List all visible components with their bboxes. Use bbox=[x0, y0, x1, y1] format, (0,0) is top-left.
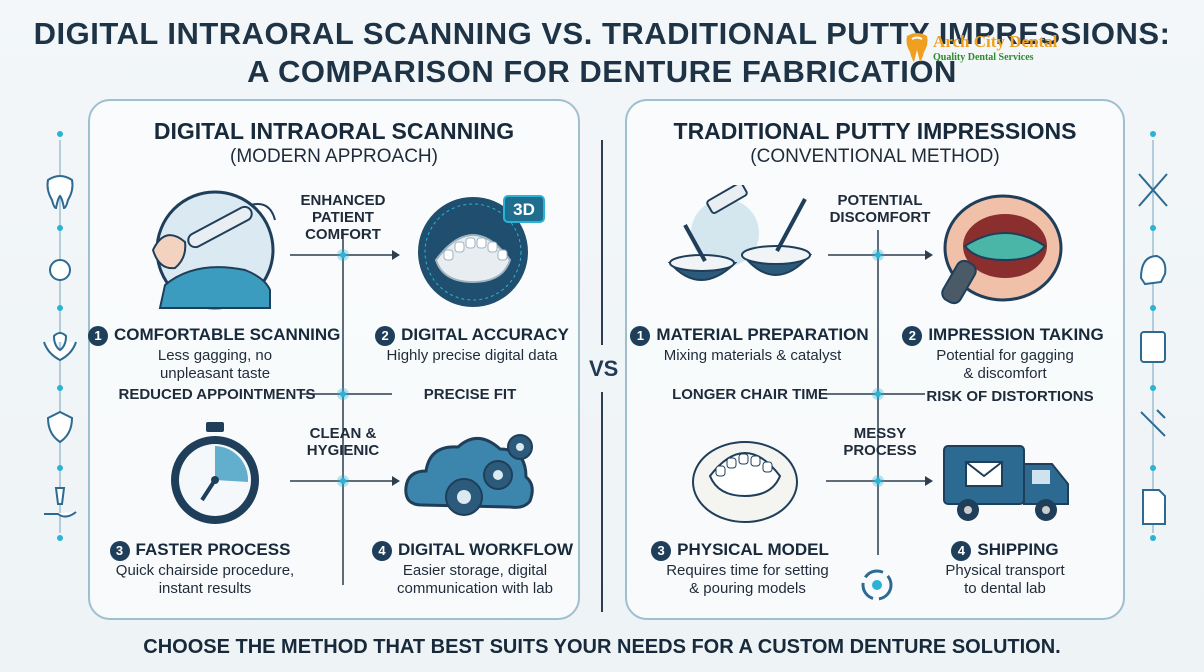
right-sidebar bbox=[1131, 128, 1175, 548]
page-title-line-1: DIGITAL INTRAORAL SCANNING VS. TRADITION… bbox=[33, 16, 1171, 51]
connector-longer-chair-time: LONGER CHAIR TIME bbox=[672, 386, 828, 403]
connector-enhanced-comfort: ENHANCED PATIENT COMFORT bbox=[300, 192, 386, 243]
feature-shipping-title: 4 SHIPPING bbox=[935, 540, 1075, 561]
hand-implant-icon bbox=[44, 487, 77, 518]
hands-tooth-icon bbox=[43, 332, 77, 362]
connector-clean-hygienic: CLEAN & HYGIENIC bbox=[306, 425, 380, 459]
delivery-truck-illustration bbox=[943, 445, 1069, 521]
head-tooth-icon bbox=[1139, 254, 1167, 286]
feature-desc-line: Less gagging, no bbox=[157, 347, 273, 364]
right-panel bbox=[625, 99, 1125, 620]
feature-faster-process-title: 3 FASTER PROCESS bbox=[100, 540, 300, 561]
feature-title-text: DIGITAL WORKFLOW bbox=[397, 540, 573, 559]
feature-impression-taking-desc: Potential for gagging& discomfort bbox=[905, 347, 1105, 383]
feature-title-text: IMPRESSION TAKING bbox=[928, 325, 1104, 344]
left-panel-title: DIGITAL INTRAORAL SCANNING bbox=[153, 118, 515, 144]
feature-number-badge: 3 bbox=[109, 540, 130, 561]
feature-desc-line: Easier storage, digital bbox=[402, 562, 548, 579]
logo-tooth-icon bbox=[906, 33, 928, 62]
feature-title-text: MATERIAL PREPARATION bbox=[656, 325, 869, 344]
intraoral-scanner-illustration bbox=[151, 190, 276, 310]
feature-digital-accuracy-desc: Highly precise digital data bbox=[362, 347, 582, 365]
feature-physical-model-title: 3 PHYSICAL MODEL bbox=[640, 540, 840, 561]
feature-title-text: DIGITAL ACCURACY bbox=[401, 325, 569, 344]
feature-title-text: SHIPPING bbox=[977, 540, 1059, 559]
feature-number-badge: 2 bbox=[902, 325, 923, 346]
clipboard-tooth-icon bbox=[1140, 331, 1166, 363]
feature-desc-line: communication with lab bbox=[397, 580, 553, 597]
logo-name: Arch City Dental bbox=[933, 32, 1058, 51]
connector-precise-fit: PRECISE FIT bbox=[423, 386, 517, 403]
connector-reduced-appointments: REDUCED APPOINTMENTS bbox=[118, 386, 316, 403]
feature-title-text: PHYSICAL MODEL bbox=[677, 540, 829, 559]
feature-desc-line: unpleasant taste bbox=[159, 365, 271, 382]
feature-physical-model-desc: Requires time for setting& pouring model… bbox=[640, 562, 855, 598]
page-title-line-2: A COMPARISON FOR DENTURE FABRICATION bbox=[247, 54, 957, 89]
tooth-icon bbox=[46, 175, 74, 210]
feature-digital-accuracy-title: 2 DIGITAL ACCURACY bbox=[362, 325, 582, 346]
brand-logo: Arch City Dental Quality Dental Services bbox=[903, 30, 1093, 70]
feature-number-badge: 3 bbox=[651, 540, 672, 561]
feature-impression-taking-title: 2 IMPRESSION TAKING bbox=[893, 325, 1113, 346]
document-icon bbox=[1142, 489, 1166, 525]
feature-desc-line: & discomfort bbox=[963, 365, 1047, 382]
swirl-icon bbox=[861, 569, 893, 601]
center-divider-bottom bbox=[601, 392, 603, 612]
feature-desc-line: & pouring models bbox=[689, 580, 806, 597]
impression-materials-illustration bbox=[667, 185, 813, 281]
left-panel-subtitle: (MODERN APPROACH) bbox=[230, 146, 438, 167]
left-sidebar-icons bbox=[43, 131, 77, 541]
logo-tagline: Quality Dental Services bbox=[933, 52, 1034, 63]
right-panel-subtitle: (CONVENTIONAL METHOD) bbox=[750, 146, 1000, 167]
feature-desc-line: Quick chairside procedure, bbox=[115, 562, 295, 579]
stopwatch-illustration bbox=[171, 422, 259, 524]
broken-tool-icon bbox=[1140, 409, 1166, 437]
feature-material-preparation-title: 1 MATERIAL PREPARATION bbox=[622, 325, 877, 346]
feature-number-badge: 2 bbox=[375, 325, 396, 346]
feature-comfortable-scanning-title: 1 COMFORTABLE SCANNING bbox=[88, 325, 341, 346]
magnifier-network-icon bbox=[49, 259, 71, 281]
feature-title-text: COMFORTABLE SCANNING bbox=[114, 325, 341, 344]
left-panel bbox=[88, 99, 580, 620]
right-sidebar-icons bbox=[1138, 131, 1168, 541]
feature-material-preparation-desc: Mixing materials & catalyst bbox=[640, 347, 865, 365]
feature-number-badge: 4 bbox=[951, 540, 972, 561]
feature-number-badge: 4 bbox=[371, 540, 392, 561]
connector-messy-process: MESSY PROCESS bbox=[843, 425, 917, 459]
center-divider-top bbox=[601, 140, 603, 345]
feature-desc-line: Mixing materials & catalyst bbox=[663, 347, 842, 364]
physical-model-illustration bbox=[692, 441, 798, 523]
digital-3d-model-illustration: 3D bbox=[418, 195, 545, 307]
connector-potential-discomfort: POTENTIAL DISCOMFORT bbox=[829, 192, 931, 226]
feature-desc-line: Physical transport bbox=[945, 562, 1065, 579]
connector-risk-distortions: RISK OF DISTORTIONS bbox=[926, 388, 1094, 405]
left-sidebar bbox=[38, 128, 82, 548]
feature-desc-line: instant results bbox=[158, 580, 252, 597]
feature-title-text: FASTER PROCESS bbox=[135, 540, 291, 559]
right-panel-title: TRADITIONAL PUTTY IMPRESSIONS bbox=[673, 118, 1077, 144]
crossed-tools-icon bbox=[1138, 173, 1168, 207]
footer-callout: CHOOSE THE METHOD THAT BEST SUITS YOUR N… bbox=[143, 636, 1061, 658]
vs-label: VS bbox=[589, 356, 619, 381]
badge-3d: 3D bbox=[513, 200, 535, 219]
feature-desc-line: to dental lab bbox=[964, 580, 1046, 597]
feature-desc-line: Highly precise digital data bbox=[386, 347, 558, 364]
feature-faster-process-desc: Quick chairside procedure,instant result… bbox=[100, 562, 310, 598]
impression-tray-illustration bbox=[941, 194, 1063, 305]
feature-number-badge: 1 bbox=[630, 325, 651, 346]
feature-number-badge: 1 bbox=[88, 325, 108, 346]
cloud-gears-illustration bbox=[404, 434, 534, 516]
shield-check-icon bbox=[46, 410, 74, 444]
feature-desc-line: Requires time for setting bbox=[666, 562, 829, 579]
feature-digital-workflow-title: 4 DIGITAL WORKFLOW bbox=[360, 540, 585, 561]
feature-desc-line: Potential for gagging bbox=[936, 347, 1074, 364]
